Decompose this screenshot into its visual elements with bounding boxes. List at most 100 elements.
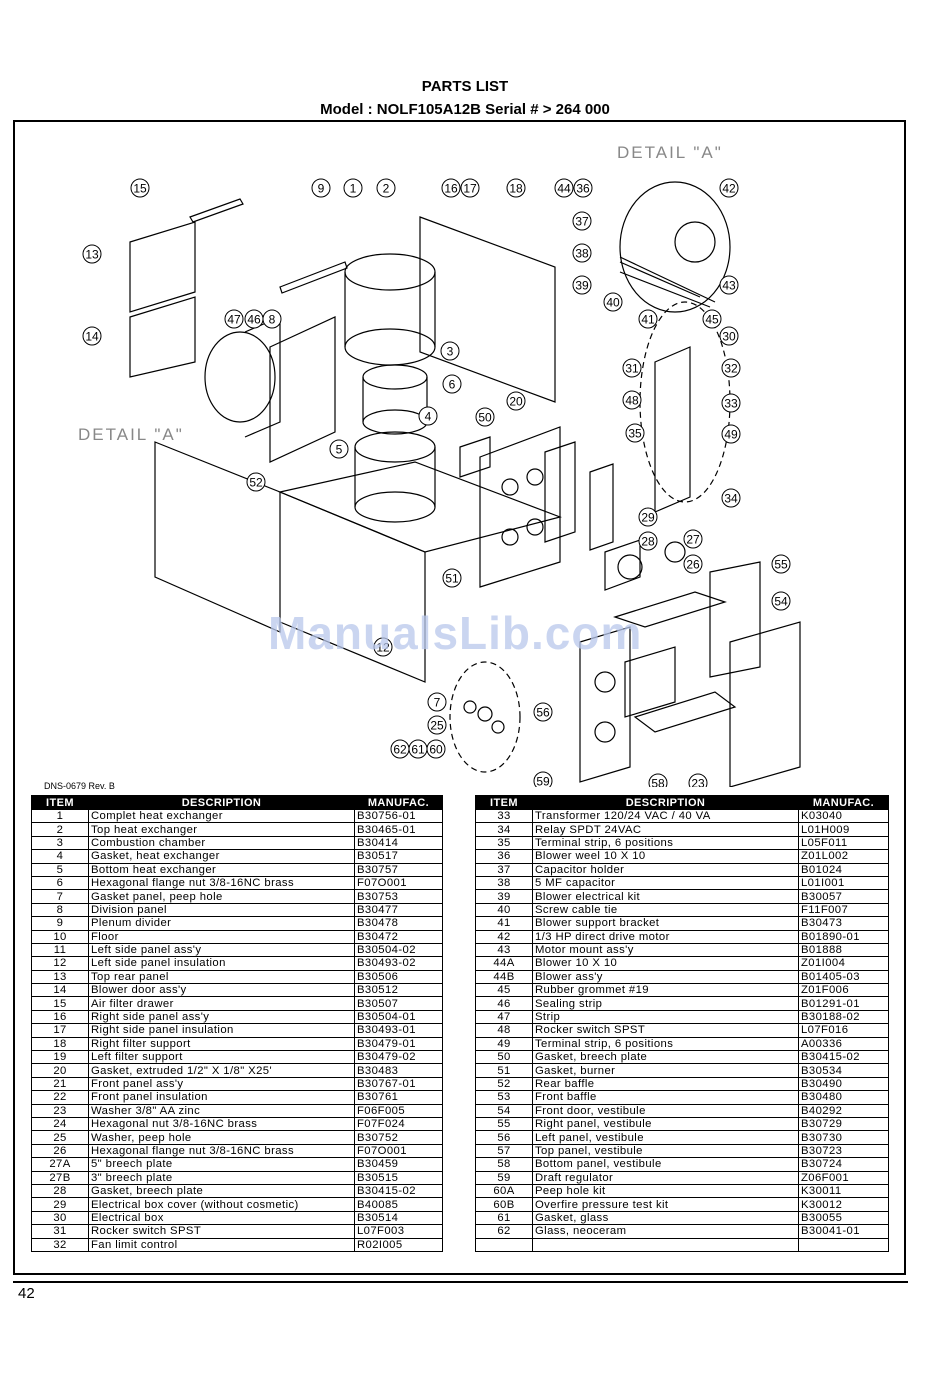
left-panel-vestibule xyxy=(579,626,631,783)
callout-number: 27 xyxy=(686,533,700,547)
callout-number: 13 xyxy=(85,248,99,262)
division-panel xyxy=(269,316,336,463)
callout-number: 5 xyxy=(336,443,343,457)
blower-wheel-detail xyxy=(619,181,731,313)
item-cell: 42 xyxy=(475,929,533,944)
description-cell: Blower support bracket xyxy=(532,916,799,931)
manufac-cell: B01890-01 xyxy=(798,929,889,944)
callout-number: 52 xyxy=(249,476,263,490)
description-cell: Electrical box xyxy=(88,1210,355,1226)
item-cell: 19 xyxy=(31,1050,89,1065)
description-cell: Left filter support xyxy=(88,1050,355,1065)
manufac-cell: B30756-01 xyxy=(354,808,443,824)
description-cell: Gasket, breech plate xyxy=(532,1050,799,1065)
item-cell: 60B xyxy=(475,1197,533,1212)
manufac-cell: Z01I004 xyxy=(798,956,889,971)
manufac-cell: B30041-01 xyxy=(798,1224,889,1239)
manufac-cell: B30055 xyxy=(798,1210,889,1226)
description-cell: Gasket, burner xyxy=(532,1063,799,1078)
item-cell: 26 xyxy=(31,1143,89,1159)
item-cell: 30 xyxy=(31,1210,89,1226)
item-cell: 44A xyxy=(475,956,533,971)
callout-circle xyxy=(506,391,526,411)
callout-circle xyxy=(573,178,593,198)
callout-circle xyxy=(343,178,363,198)
manufac-cell: B30480 xyxy=(798,1090,889,1105)
document-revision: DNS-0679 Rev. B xyxy=(44,781,115,791)
item-cell: 17 xyxy=(31,1023,89,1038)
right-panel-vestibule xyxy=(709,561,761,678)
detail-labels: DETAIL "A" DETAIL "A" xyxy=(78,143,721,444)
callout-circle xyxy=(721,393,741,413)
description-cell: Top heat exchanger xyxy=(88,822,355,837)
item-cell: 27A xyxy=(31,1157,89,1172)
item-cell: 46 xyxy=(475,996,533,1011)
callout-circle xyxy=(246,472,266,492)
callout-number: 8 xyxy=(269,313,276,327)
description-cell: Transformer 120/24 VAC / 40 VA xyxy=(532,808,799,824)
manufac-cell: B30534 xyxy=(798,1063,889,1078)
callout-number: 37 xyxy=(575,215,589,229)
callout-circle xyxy=(603,292,623,312)
description-cell: Plenum divider xyxy=(88,916,355,931)
item-cell: 14 xyxy=(31,983,89,998)
manufac-cell: F06F005 xyxy=(354,1103,443,1118)
manufac-cell: B30493-01 xyxy=(354,1023,443,1038)
callout-number: 9 xyxy=(318,182,325,196)
callout-circle xyxy=(427,715,447,735)
item-cell: 29 xyxy=(31,1197,89,1212)
manufac-cell: B30506 xyxy=(354,969,443,985)
description-cell: Peep hole kit xyxy=(532,1183,799,1199)
manufac-cell xyxy=(798,1237,889,1252)
callout-circle xyxy=(426,739,446,759)
description-cell: Terminal strip, 6 positions xyxy=(532,835,799,851)
manufac-cell: F07F024 xyxy=(354,1116,443,1132)
draft-regulator-box xyxy=(624,646,676,718)
front-door-vestibule xyxy=(729,621,801,787)
manufac-cell: B30757 xyxy=(354,862,443,877)
item-cell: 41 xyxy=(475,916,533,931)
description-cell: Top rear panel xyxy=(88,969,355,985)
callout-circle xyxy=(719,275,739,295)
item-cell: 62 xyxy=(475,1224,533,1239)
callout-circle xyxy=(771,554,791,574)
callout-number: 30 xyxy=(722,330,736,344)
manufac-cell: B30504-02 xyxy=(354,942,443,958)
callout-circle xyxy=(440,341,460,361)
description-cell: Right panel, vestibule xyxy=(532,1116,799,1132)
col-description: DESCRIPTION xyxy=(532,795,799,810)
item-cell: 50 xyxy=(475,1050,533,1065)
description-cell: Washer 3/8" AA zinc xyxy=(88,1103,355,1118)
item-cell: 6 xyxy=(31,875,89,891)
front-panel-assy xyxy=(479,426,561,588)
manufac-cell: Z01F006 xyxy=(798,983,889,998)
callout-circle xyxy=(625,423,645,443)
right-side-panel xyxy=(419,216,556,403)
col-item: ITEM xyxy=(31,795,89,810)
peep-hole-kit xyxy=(449,661,521,773)
item-cell: 34 xyxy=(475,822,533,837)
callout-number: 3 xyxy=(447,345,454,359)
manufac-cell: B30415-02 xyxy=(354,1183,443,1199)
manufac-cell: B30472 xyxy=(354,929,443,944)
manufac-cell: L07F003 xyxy=(354,1224,443,1239)
callout-number: 60 xyxy=(429,743,443,757)
item-cell: 10 xyxy=(31,929,89,944)
manufac-cell: B30477 xyxy=(354,902,443,918)
manufac-cell: B30490 xyxy=(798,1076,889,1092)
manufac-cell: K30011 xyxy=(798,1183,889,1199)
